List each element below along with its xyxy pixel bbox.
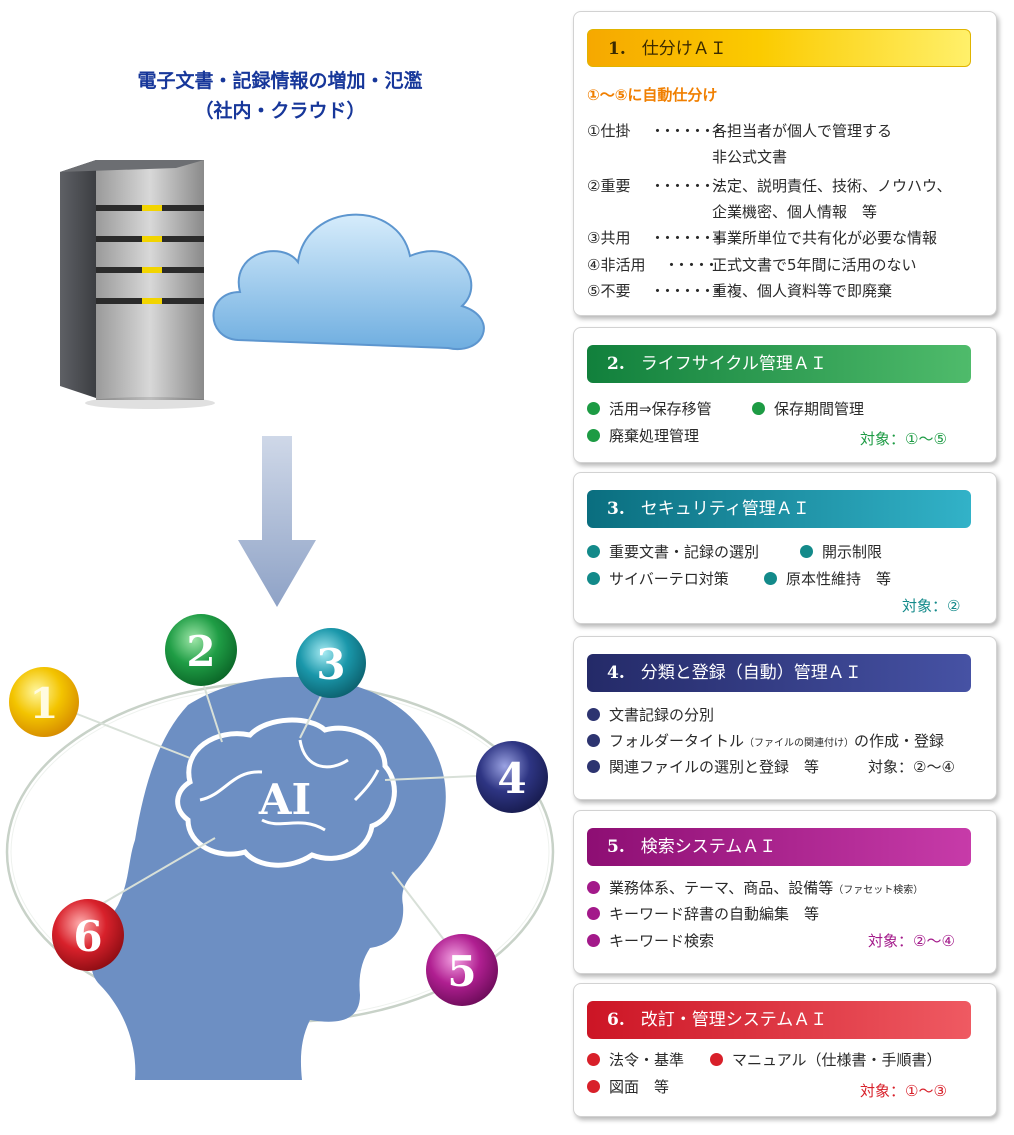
sort-key-2: ②重要 [587,177,631,195]
classification-target: 対象：②～④ [868,758,955,776]
lifecycle-item-1: 活用⇒保存移管 [587,398,712,419]
svg-text:1: 1 [29,679,58,728]
headline-title: 電子文書・記録情報の増加・氾濫 [137,70,423,92]
sort-text-2: 法定、説明責任、技術、ノウハウ、 [712,177,952,195]
card-revision-ai: 6.改訂・管理システムＡＩ 法令・基準 マニュアル（仕様書・手順書） 図面 等 … [573,983,997,1117]
ai-illustration: AI 1 2 3 4 5 6 [5,160,555,1080]
svg-text:4: 4 [497,754,526,803]
card-3-header: 3.セキュリティ管理ＡＩ [587,490,971,528]
server-icon [60,160,215,409]
revision-item-3: 図面 等 [587,1076,669,1097]
card-1-header: 1.仕分けＡＩ [587,29,971,67]
svg-text:5: 5 [447,947,476,996]
node-1: 1 [9,667,79,737]
node-4: 4 [476,741,548,813]
svg-text:2: 2 [186,627,215,676]
svg-text:3: 3 [316,640,345,689]
search-item-2: キーワード辞書の自動編集 等 [587,903,819,924]
sort-text-2-cont: 企業機密、個人情報 等 [712,203,878,221]
card-2-header: 2.ライフサイクル管理ＡＩ [587,345,971,383]
card-6-header: 6.改訂・管理システムＡＩ [587,1001,971,1039]
sort-text-4: 正式文書で5年間に活用のない [712,256,917,274]
down-arrow-icon [238,436,316,607]
node-3: 3 [296,628,366,698]
lifecycle-target: 対象：①～⑤ [860,430,947,448]
node-6: 6 [52,899,124,971]
card-security-ai: 3.セキュリティ管理ＡＩ 重要文書・記録の選別 開示制限 サイバーテロ対策 原本… [573,472,997,624]
node-5: 5 [426,934,498,1006]
security-item-3: サイバーテロ対策 [587,568,729,589]
card-lifecycle-ai: 2.ライフサイクル管理ＡＩ 活用⇒保存移管 保存期間管理 廃棄処理管理 対象：①… [573,327,997,463]
card-4-header: 4.分類と登録（自動）管理ＡＩ [587,654,971,692]
cloud-icon [212,213,485,351]
svg-text:6: 6 [73,912,102,961]
sort-text-1: 各担当者が個人で管理する [712,122,893,140]
search-item-1: 業務体系、テーマ、商品、設備等（ファセット検索） [587,877,923,898]
card-sorting-ai: 1.仕分けＡＩ ①～⑤に自動仕分け ①仕掛 ・・・・・・・ 各担当者が個人で管理… [573,11,997,316]
sort-text-5: 重複、個人資料等で即廃棄 [712,282,893,300]
classification-item-1: 文書記録の分別 [587,704,714,725]
sort-key-1: ①仕掛 [587,122,631,140]
lifecycle-item-2: 保存期間管理 [752,398,864,419]
sort-key-5: ⑤不要 [587,282,631,300]
sort-dots-1: ・・・・・・・ [650,122,725,140]
card-classification-ai: 4.分類と登録（自動）管理ＡＩ 文書記録の分別 フォルダータイトル（ファイルの関… [573,636,997,800]
revision-item-2: マニュアル（仕様書・手順書） [710,1049,942,1070]
sort-text-1-cont: 非公式文書 [712,148,788,166]
card-5-header: 5.検索システムＡＩ [587,828,971,866]
security-item-4: 原本性維持 等 [764,568,891,589]
sort-dots-5: ・・・・・・・ [650,282,725,300]
brain-label: AI [258,775,311,824]
revision-item-1: 法令・基準 [587,1049,684,1070]
search-item-3: キーワード検索 [587,930,714,951]
brain-outline [175,717,397,868]
search-target: 対象：②～④ [868,932,955,950]
sort-dots-4: ・・・・・ [664,256,719,274]
node-2: 2 [165,614,237,686]
sort-key-4: ④非活用 [587,256,646,274]
sort-dots-3: ・・・・・・・ [650,229,725,247]
headline-subtitle: （社内・クラウド） [194,100,366,122]
lifecycle-item-3: 廃棄処理管理 [587,425,699,446]
sort-text-3: 事業所単位で共有化が必要な情報 [712,229,938,247]
revision-target: 対象：①～③ [860,1082,947,1100]
head-silhouette [91,676,446,1080]
sort-dots-2: ・・・・・・・ [650,177,725,195]
card-search-ai: 5.検索システムＡＩ 業務体系、テーマ、商品、設備等（ファセット検索） キーワー… [573,810,997,974]
classification-item-3: 関連ファイルの選別と登録 等 [587,756,819,777]
security-item-2: 開示制限 [800,541,882,562]
security-item-1: 重要文書・記録の選別 [587,541,759,562]
sort-key-3: ③共用 [587,229,631,247]
security-target: 対象：② [902,597,961,615]
classification-item-2: フォルダータイトル（ファイルの関連付け）の作成・登録 [587,730,944,751]
card-1-subtitle: ①～⑤に自動仕分け [587,86,718,104]
